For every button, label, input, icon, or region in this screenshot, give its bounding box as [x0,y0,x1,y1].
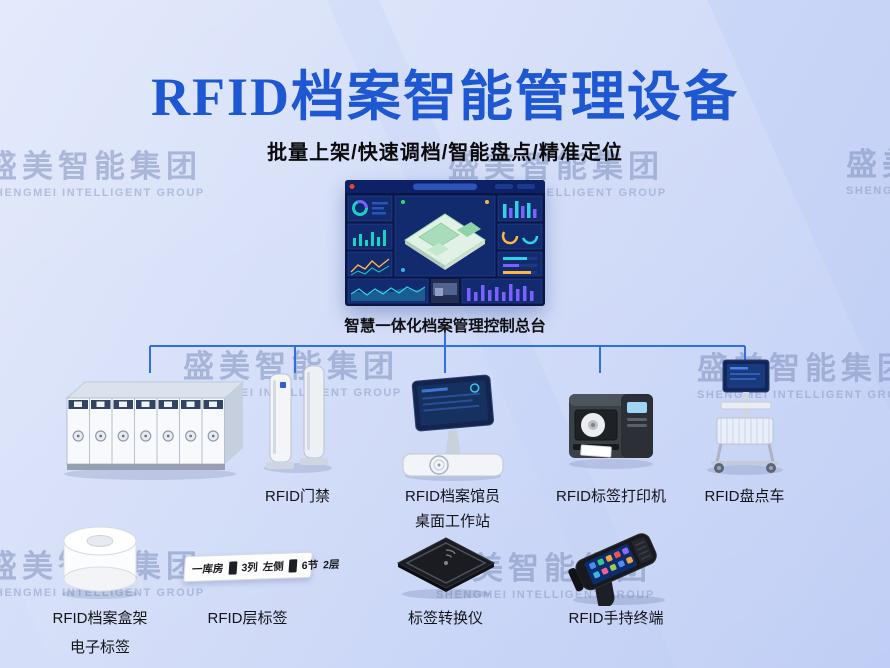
device-label: RFID档案盒架 [52,610,148,627]
device-label: RFID手持终端 [568,610,664,627]
page-title: RFID档案智能管理设备 [151,67,739,127]
device-layer-label: 一库房 3列 左侧 6节 2层 RFID层标签 [180,544,339,629]
layer-segment: 左侧 [261,560,284,574]
gate-illustration [263,365,332,473]
device-label: RFID标签打印机 [556,488,666,505]
dashboard-illustration [345,180,545,306]
device-label: RFID盘点车 [704,488,785,505]
device-label: 电子标签 [69,639,130,656]
watermark-en: SHENGMEI INTELLIGENT GROUP [0,187,205,199]
console-label: 智慧一体化档案管理控制总台 [344,318,546,335]
device-workstation: RFID档案馆员 桌面工作站 [390,374,515,532]
device-handheld: RFID手持终端 [556,522,676,629]
shelving-illustration [64,381,245,480]
console-screenshot [345,180,545,306]
workstation-illustration [402,374,503,481]
layer-label-strip: 一库房 3列 左侧 6节 2层 [182,551,339,583]
layer-segment: 2层 [322,558,340,571]
layer-segment: 3列 [240,561,258,574]
page-subtitle: 批量上架/快速调档/智能盘点/精准定位 [267,142,623,164]
converter-illustration [396,537,495,599]
device-converter: 标签转换仪 [393,534,498,629]
eink-chip [287,558,297,573]
device-cart: RFID盘点车 [692,358,797,507]
cart-illustration [706,359,783,475]
device-label: RFID层标签 [207,610,288,627]
device-printer: RFID标签打印机 [552,386,670,507]
device-label: RFID门禁 [265,488,330,505]
device-label: 标签转换仪 [407,610,483,627]
handheld-illustration [568,533,665,606]
device-label: 桌面工作站 [414,513,490,530]
printer-illustration [569,394,653,469]
layer-segment: 一库房 [191,562,224,576]
device-label: RFID档案馆员 [405,488,500,505]
device-gate: RFID门禁 [240,360,355,507]
eink-chip [227,560,237,575]
layer-segment: 6节 [300,559,319,572]
connector-tree [149,333,746,373]
label-roll-illustration [62,526,142,599]
watermark-en: SHENGMEI INTELLIGENT GROUP [846,185,890,197]
device-label-roll: RFID档案盒架 电子标签 [50,516,150,658]
device-shelving [55,368,245,482]
